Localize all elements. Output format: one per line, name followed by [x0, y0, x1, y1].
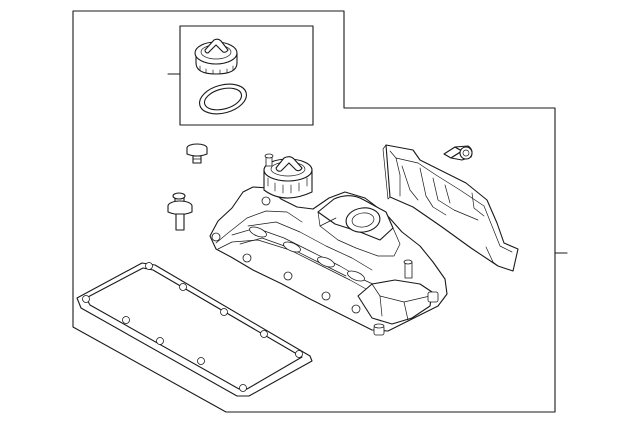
mounting-bolt	[186, 143, 208, 164]
cap-detail-box	[179, 25, 314, 126]
oil-filler-cap	[194, 38, 238, 75]
bolt	[443, 145, 473, 161]
assembly-frame	[72, 10, 556, 413]
stud	[167, 192, 193, 231]
valve-cover-gasket	[76, 262, 313, 397]
valve-cover	[209, 153, 448, 336]
filler-cap-seal	[198, 83, 248, 115]
heat-shield	[382, 144, 519, 272]
